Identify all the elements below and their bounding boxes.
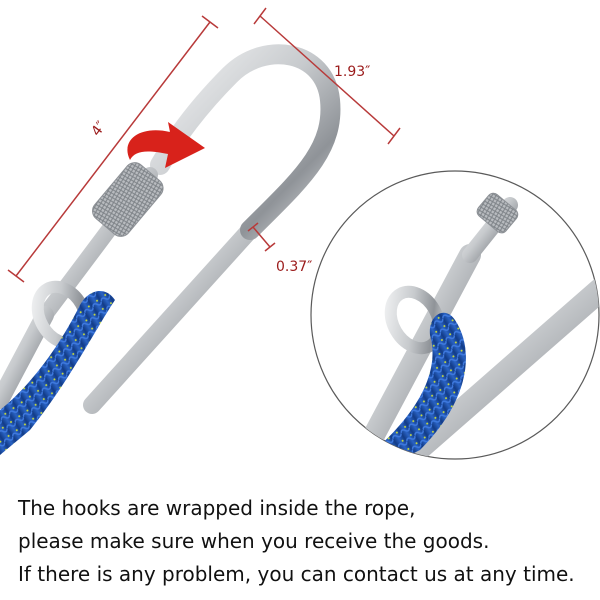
rotate-arrow-icon [127,122,205,168]
carabiner-main [0,44,341,414]
length-label: 4″ [88,118,109,139]
width-dimension [253,7,401,145]
caption-line-2: please make sure when you receive the go… [18,529,490,553]
length-dimension [7,15,219,283]
caption-line-3: If there is any problem, you can contact… [18,562,575,586]
rope-loop [0,290,115,455]
caption-text: The hooks are wrapped inside the rope, p… [18,492,594,591]
detail-zoom-view [310,170,600,460]
width-label: 1.93″ [334,64,370,80]
wire-diameter-dimension [247,222,276,252]
caption-line-1: The hooks are wrapped inside the rope, [18,496,416,520]
wire-diameter-label: 0.37″ [276,259,312,275]
